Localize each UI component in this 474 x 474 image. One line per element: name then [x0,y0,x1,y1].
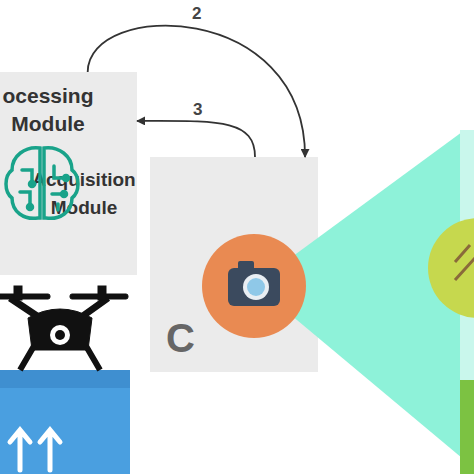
crate-lid [0,370,130,388]
blue-crate [0,370,130,474]
leaf-veins [455,245,474,280]
scene-panel [460,130,474,474]
plant-leaf [428,218,474,318]
step-number: 3 [193,100,202,120]
ground-strip [460,380,474,474]
drone-body [0,286,128,370]
panel-letter: C [166,316,195,361]
flow-arrow [137,121,255,157]
drone-lens [55,330,65,340]
drone-icon [0,286,130,474]
drone-camera [50,325,70,345]
up-arrows [10,430,60,470]
module-title: Acquisition Module [10,166,158,222]
step-number: 2 [192,4,201,24]
module-title: ocessing Module [0,82,96,138]
